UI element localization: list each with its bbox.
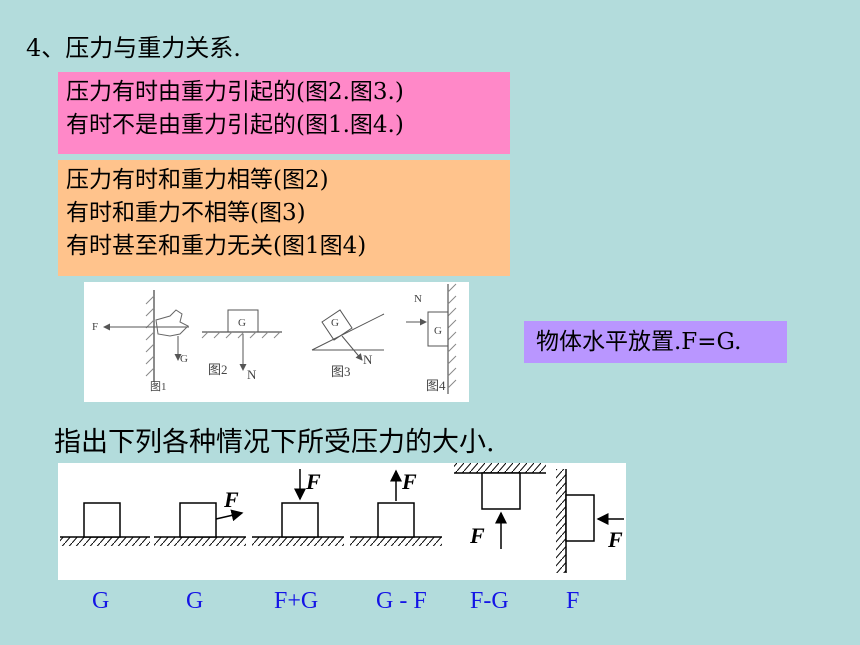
case6-force-label: F: [607, 527, 623, 552]
fig2-block-diagram: G 图2 N: [201, 309, 282, 382]
case4-force-label: F: [401, 469, 417, 494]
fig1-caption: 图1: [150, 380, 167, 393]
case5-ceiling-force: F: [454, 463, 546, 549]
orange-note-line-3: 有时甚至和重力无关(图1图4): [66, 233, 367, 259]
case1-block-on-ground: [60, 502, 150, 546]
answer-2: G: [186, 588, 204, 614]
pink-note-line-2: 有时不是由重力引起的(图1.图4.): [66, 112, 404, 138]
case3-downward-force: F: [252, 469, 344, 546]
case3-force-label: F: [305, 469, 321, 494]
case4-upward-force: F: [350, 469, 442, 546]
fig1-force-label: F: [92, 321, 98, 333]
fig4-caption: 图4: [426, 378, 446, 393]
fig3-caption: 图3: [331, 364, 351, 379]
fig1-weight-label: G: [180, 353, 188, 365]
force-diagrams-figure: F G 图1 G 图2 N G 图3 N G: [84, 282, 469, 402]
case2-horizontal-force: F: [154, 487, 246, 546]
fig3-normal-label: N: [363, 352, 373, 367]
fig4-wall-diagram: G N 图4: [406, 283, 457, 394]
fig4-block-label: G: [434, 325, 442, 337]
fig2-block-label: G: [238, 317, 246, 329]
answer-3: F+G: [274, 588, 319, 614]
fig3-block-label: G: [331, 317, 339, 329]
orange-note-box: 压力有时和重力相等(图2) 有时和重力不相等(图3) 有时甚至和重力无关(图1图…: [58, 160, 510, 276]
orange-note-line-2: 有时和重力不相等(图3): [66, 200, 306, 226]
fig3-incline-diagram: G 图3 N: [311, 309, 385, 379]
answer-1: G: [92, 588, 110, 614]
fig2-caption: 图2: [208, 362, 228, 377]
answer-4: G - F: [376, 588, 427, 614]
slide-title: 4、压力与重力关系.: [26, 34, 241, 62]
case2-force-label: F: [223, 487, 239, 512]
case6-wall-force: F: [556, 469, 624, 573]
orange-note-line-1: 压力有时和重力相等(图2): [66, 167, 329, 193]
purple-note-box: 物体水平放置.F=G.: [524, 321, 787, 363]
pressure-cases-figure: F F F F: [58, 463, 626, 580]
pink-note-line-1: 压力有时由重力引起的(图2.图3.): [66, 79, 404, 105]
fig2-normal-label: N: [247, 367, 257, 382]
fig4-normal-label: N: [414, 293, 422, 305]
question-text: 指出下列各种情况下所受压力的大小.: [54, 427, 495, 458]
answer-5: F-G: [470, 588, 509, 614]
case5-force-label: F: [469, 523, 485, 548]
fig1-wall-diagram: F G 图1: [92, 290, 189, 393]
pink-note-box: 压力有时由重力引起的(图2.图3.) 有时不是由重力引起的(图1.图4.): [58, 72, 510, 154]
answer-6: F: [566, 588, 580, 614]
